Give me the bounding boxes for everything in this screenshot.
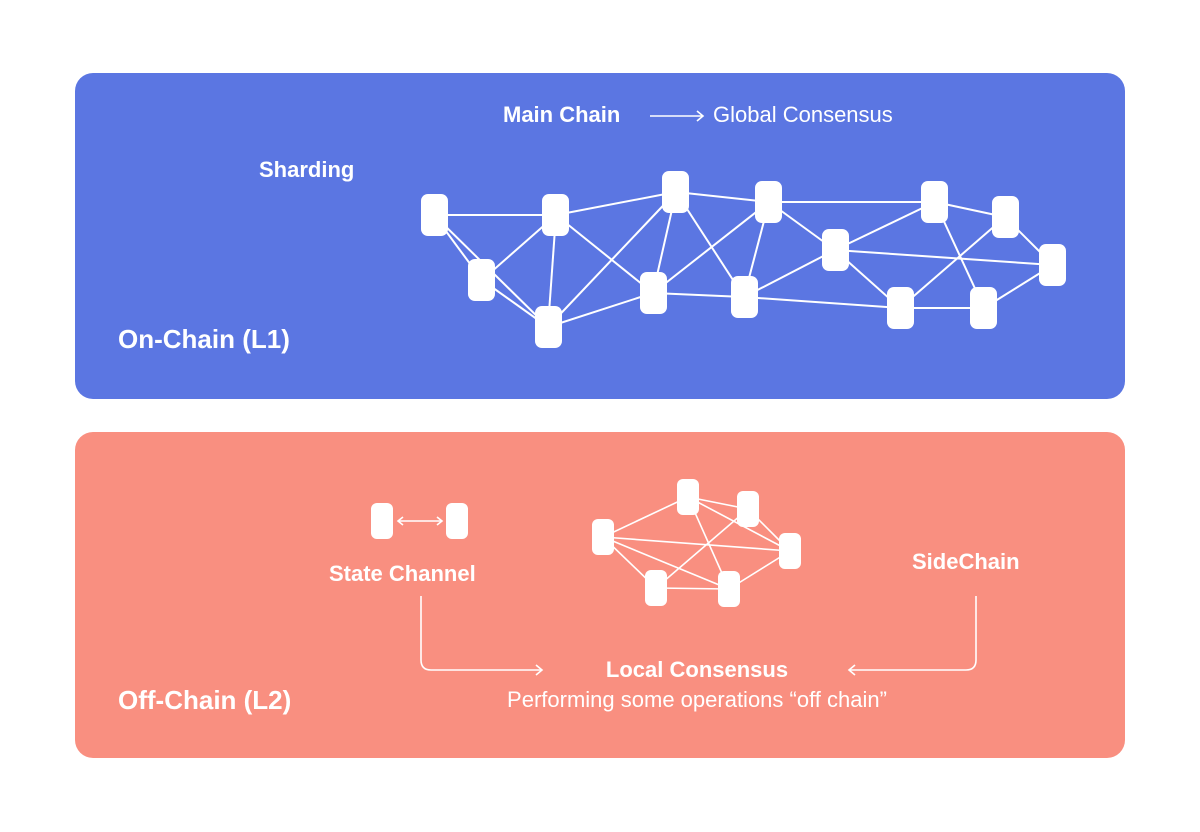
sidechain-label: SideChain — [912, 549, 1020, 574]
network-node — [970, 287, 997, 329]
global-consensus-label: Global Consensus — [713, 102, 893, 127]
network-node — [535, 306, 562, 348]
network-node — [779, 533, 801, 569]
off-chain-panel — [75, 432, 1125, 758]
network-node — [718, 571, 740, 607]
network-node — [755, 181, 782, 223]
network-node — [662, 171, 689, 213]
network-node — [731, 276, 758, 318]
sharding-label: Sharding — [259, 157, 355, 182]
network-node — [887, 287, 914, 329]
state-channel-flow-arrow — [420, 596, 544, 676]
network-node — [542, 194, 569, 236]
network-node — [640, 272, 667, 314]
network-node — [645, 570, 667, 606]
on-chain-title: On-Chain (L1) — [118, 324, 290, 354]
network-node — [992, 196, 1019, 238]
off-chain-title: Off-Chain (L2) — [118, 685, 292, 715]
local-consensus-label: Local Consensus — [605, 657, 789, 682]
network-node — [822, 229, 849, 271]
network-node — [677, 479, 699, 515]
network-node — [592, 519, 614, 555]
state-channel-label: State Channel — [329, 561, 476, 586]
sidechain-flow-arrow — [847, 596, 977, 676]
network-node — [737, 491, 759, 527]
network-node — [1039, 244, 1066, 286]
network-node — [468, 259, 495, 301]
network-node — [421, 194, 448, 236]
main-chain-arrow — [650, 110, 705, 122]
main-chain-label: Main Chain — [503, 102, 621, 127]
network-node — [921, 181, 948, 223]
state-channel-icon — [371, 503, 468, 539]
off-chain-description: Performing some operations “off chain” — [507, 687, 887, 712]
